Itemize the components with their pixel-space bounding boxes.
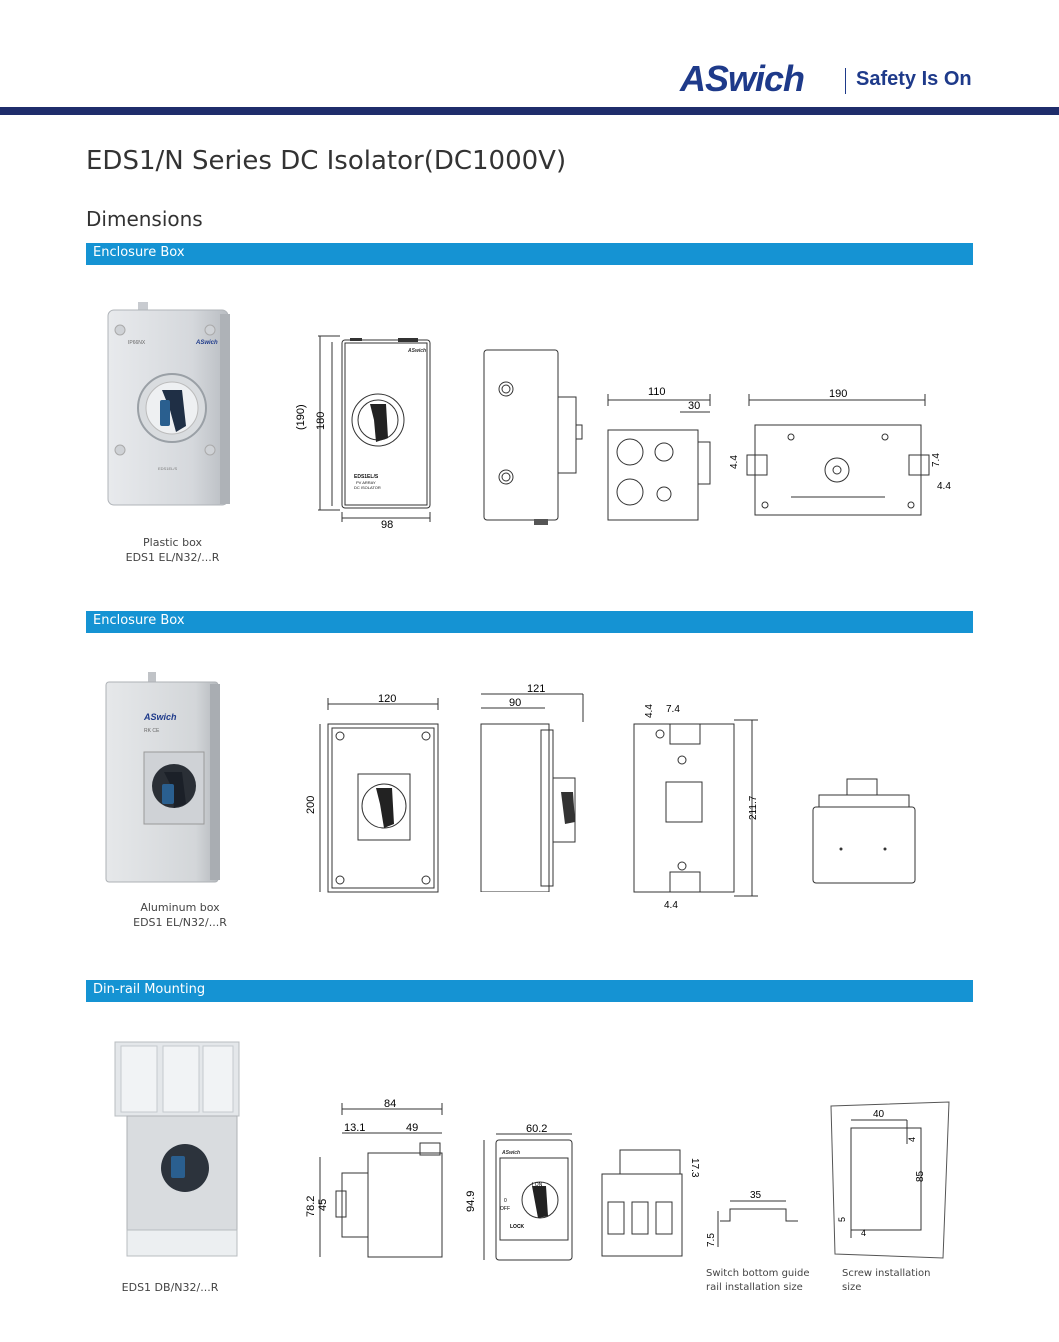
dim-label: 4.4 xyxy=(644,704,655,718)
din-front-drawing: 60.2 94.9 ASwich I ON 0 OFF LOCK xyxy=(465,1123,573,1261)
screw-hole-drawing: 40 4 85 5 4 xyxy=(830,1101,950,1259)
section-bar-plastic: Enclosure Box xyxy=(86,243,973,265)
product-label: IP66NX xyxy=(128,340,146,346)
section-heading: Enclosure Box xyxy=(93,245,185,260)
dim-label: 90 xyxy=(509,697,521,709)
svg-text:ASwich: ASwich xyxy=(195,340,218,346)
dim-label: 110 xyxy=(648,386,666,398)
rail-profile-drawing: 35 7.5 xyxy=(706,1190,798,1247)
dim-label: 49 xyxy=(406,1122,418,1134)
dim-label: 4 xyxy=(861,1228,866,1238)
front-label: LOCK xyxy=(510,1224,525,1230)
dim-label: (190) xyxy=(295,404,307,430)
section-bar-din-rail: Din-rail Mounting xyxy=(86,980,973,1002)
caption-line: Aluminum box xyxy=(140,901,220,914)
dim-label: 4.4 xyxy=(937,481,951,492)
svg-text:EDS1EL/S: EDS1EL/S xyxy=(158,466,177,471)
caption-line: rail installation size xyxy=(706,1282,803,1293)
caption-line: Plastic box xyxy=(143,536,202,549)
svg-text:ASwich: ASwich xyxy=(143,712,177,722)
caption-line: EDS1 EL/N32/...R xyxy=(125,551,220,564)
aluminum-bottom-drawing xyxy=(812,778,916,884)
aluminum-back-drawing: 4.4 7.4 211.7 4.4 xyxy=(633,704,759,911)
logo-divider xyxy=(845,68,846,94)
dim-label: 98 xyxy=(381,519,393,530)
page-title: EDS1/N Series DC Isolator(DC1000V) xyxy=(86,146,567,176)
dim-label: 190 xyxy=(829,388,847,400)
face-text: DC ISOLATOR xyxy=(354,485,381,490)
din-back-drawing: 17.3 xyxy=(601,1149,700,1257)
dim-label: 120 xyxy=(378,693,396,705)
section-heading: Enclosure Box xyxy=(93,613,185,628)
din-side-drawing: 84 13.1 49 78.2 45 xyxy=(305,1098,443,1258)
dim-label: 200 xyxy=(305,796,317,814)
dim-label: 94.9 xyxy=(465,1191,477,1212)
caption-line: EDS1 DB/N32/...R xyxy=(121,1281,219,1294)
svg-text:RK CE: RK CE xyxy=(144,728,160,734)
section-subtitle: Dimensions xyxy=(86,207,203,231)
front-label: OFF xyxy=(500,1206,510,1212)
dim-label: 4 xyxy=(907,1137,917,1142)
plastic-box-image: IP66NX ASwich EDS1EL/S xyxy=(107,302,230,506)
plastic-side-drawing xyxy=(483,349,583,525)
header-rule xyxy=(0,107,1059,115)
plastic-bottom-drawing: 110 30 xyxy=(607,386,711,521)
dim-label: 121 xyxy=(527,683,545,695)
svg-text:ASwich: ASwich xyxy=(501,1150,520,1156)
aluminum-front-drawing: 120 200 xyxy=(305,693,439,893)
dim-label: 211.7 xyxy=(748,795,759,820)
dim-label: 4.4 xyxy=(729,455,740,469)
aluminum-side-drawing: 121 90 xyxy=(480,683,584,892)
dim-label: 7.5 xyxy=(706,1233,717,1247)
dim-label: 13.1 xyxy=(344,1122,365,1134)
dim-label: 30 xyxy=(688,400,700,412)
dim-label: 7.4 xyxy=(931,453,942,467)
brand-logo: ASwich xyxy=(680,58,805,99)
dim-label: 7.4 xyxy=(666,704,680,715)
front-label: I ON xyxy=(532,1182,543,1188)
dim-label: 17.3 xyxy=(689,1158,700,1178)
face-text: PV ARRAY xyxy=(356,480,376,485)
caption-line: Screw installation size xyxy=(842,1268,931,1293)
dim-label: 85 xyxy=(915,1170,926,1182)
face-model: EDS1EL/S xyxy=(354,474,379,480)
dim-label: 35 xyxy=(750,1190,762,1201)
plastic-front-drawing: ASwich EDS1EL/S PV ARRAY DC ISOLATOR (19… xyxy=(295,335,431,530)
front-label: 0 xyxy=(504,1198,507,1204)
caption-line: EDS1 EL/N32/...R xyxy=(133,916,227,929)
dim-label: 78.2 xyxy=(305,1196,317,1217)
plastic-rear-drawing: 190 4.4 7.4 4.4 xyxy=(729,388,951,516)
dim-label: 5 xyxy=(837,1217,847,1222)
dim-label: 4.4 xyxy=(664,900,678,911)
section-bar-aluminum: Enclosure Box xyxy=(86,611,973,633)
dim-label: 40 xyxy=(873,1109,885,1120)
section-heading: Din-rail Mounting xyxy=(93,982,206,997)
brand-tagline: Safety Is On xyxy=(856,68,972,90)
dim-label: 180 xyxy=(315,412,327,430)
dim-label: 60.2 xyxy=(526,1123,547,1135)
dim-label: 45 xyxy=(317,1199,329,1211)
dim-label: 84 xyxy=(384,1098,396,1110)
caption-line: Switch bottom guide xyxy=(706,1268,810,1279)
din-rail-switch-image xyxy=(114,1041,240,1257)
aluminum-box-image: ASwich RK CE xyxy=(105,672,220,883)
svg-text:ASwich: ASwich xyxy=(407,348,426,354)
